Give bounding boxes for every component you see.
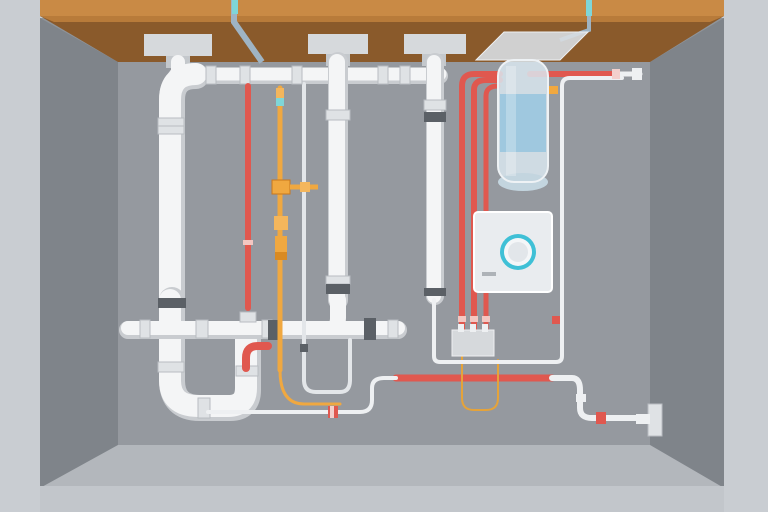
line-cap — [632, 68, 642, 80]
thermostat-panel-icon — [473, 211, 553, 293]
floor-edge — [40, 486, 724, 512]
pipe-couplings — [139, 65, 447, 419]
ceiling-underside — [40, 16, 724, 62]
manifold-box — [451, 329, 495, 357]
ceiling-joist — [40, 0, 724, 16]
wall-outlet-icon — [636, 403, 663, 437]
hot-water-lines — [242, 71, 615, 382]
gas-coupling — [276, 88, 284, 98]
ceiling-supply-stub-right — [586, 0, 592, 16]
back-wall-panel — [118, 62, 650, 445]
left-wall — [40, 18, 118, 488]
cold-line-fittings — [328, 69, 620, 424]
valve-icon — [271, 179, 318, 260]
ceiling-edge — [40, 16, 724, 22]
manifold-ports — [458, 324, 488, 332]
drain-system — [119, 52, 448, 421]
ceiling-supply-stub — [232, 0, 238, 14]
hot-line-couplings — [243, 240, 490, 322]
water-tank-icon — [474, 31, 590, 191]
floor — [40, 445, 724, 488]
dark-fittings — [158, 112, 446, 352]
right-wall — [650, 18, 724, 488]
gas-coupling-top — [276, 98, 284, 106]
